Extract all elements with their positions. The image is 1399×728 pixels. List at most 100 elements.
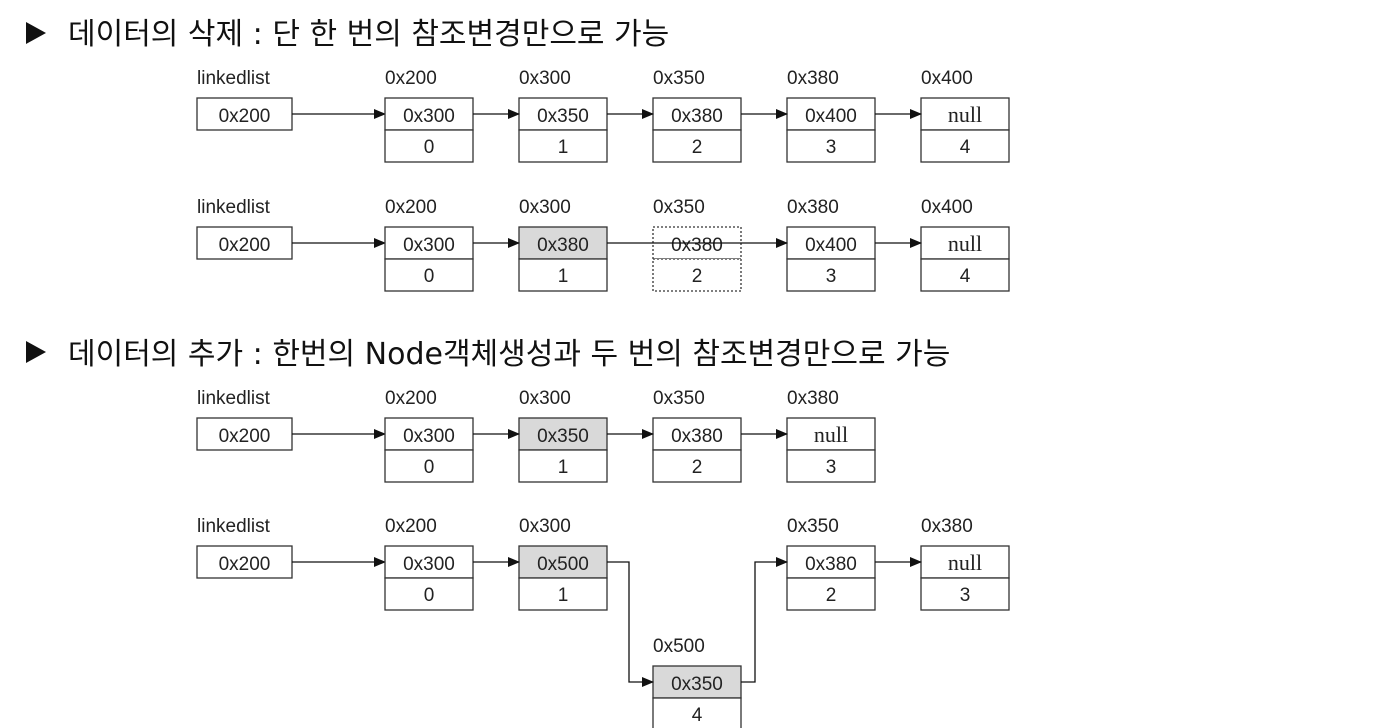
node-data-value: 1 <box>558 266 569 287</box>
node-data-cell <box>786 577 876 611</box>
node-next-value: 0x350 <box>537 106 589 127</box>
bullet-triangle-icon <box>26 341 46 363</box>
node-data-value: 0 <box>424 457 435 478</box>
node-data-value: 0 <box>424 585 435 606</box>
node-address-label: 0x500 <box>653 636 705 657</box>
node-next-cell <box>384 97 474 131</box>
linked-list-row: linkedlist0x2000x2000x30000x3000x50010x3… <box>196 516 1010 728</box>
linked-list-row: linkedlist0x2000x2000x30000x3000x35010x3… <box>196 388 876 483</box>
node-next-value: 0x380 <box>537 235 589 256</box>
node-next-value: 0x380 <box>805 554 857 575</box>
node-next-cell <box>920 97 1010 131</box>
node-data-value: 3 <box>960 585 971 606</box>
node-data-cell <box>384 449 474 483</box>
node-data-value: 2 <box>692 266 703 287</box>
node-next-cell <box>384 226 474 260</box>
node-next-cell <box>920 545 1010 579</box>
list-node: 0x380 0x400 3 <box>786 68 876 163</box>
pointer-arrow <box>741 557 788 683</box>
linked-list-row: linkedlist0x2000x2000x30000x3000x35010x3… <box>196 68 1010 163</box>
head-pointer-value: 0x200 <box>219 106 271 127</box>
node-address-label: 0x380 <box>921 516 973 537</box>
node-address-label: 0x350 <box>653 388 705 409</box>
node-data-cell <box>652 129 742 163</box>
linkedlist-label: linkedlist <box>197 197 271 218</box>
head-pointer-value: 0x200 <box>219 426 271 447</box>
node-next-value: 0x350 <box>671 674 723 695</box>
head-pointer-box <box>196 417 293 451</box>
node-data-value: 1 <box>558 585 569 606</box>
node-data-cell <box>384 129 474 163</box>
node-next-value: 0x300 <box>403 554 455 575</box>
node-next-cell <box>920 226 1010 260</box>
node-data-value: 1 <box>558 457 569 478</box>
list-node: 0x200 0x300 0 <box>384 388 474 483</box>
list-node: 0x200 0x300 0 <box>384 516 474 611</box>
node-next-value: 0x300 <box>403 235 455 256</box>
node-data-value: 0 <box>424 137 435 158</box>
node-data-cell <box>786 129 876 163</box>
node-address-label: 0x380 <box>787 68 839 89</box>
node-address-label: 0x200 <box>385 197 437 218</box>
section-insert-title: 데이터의 추가 : 한번의 Node객체생성과 두 번의 참조변경만으로 가능 <box>68 337 950 372</box>
diagram-area: linkedlist0x2000x2000x30000x3000x35010x3… <box>196 68 1010 728</box>
node-data-cell <box>786 449 876 483</box>
node-data-cell <box>518 258 608 292</box>
node-data-cell <box>920 129 1010 163</box>
node-address-label: 0x200 <box>385 68 437 89</box>
node-next-value: null <box>814 422 848 447</box>
node-data-cell <box>652 258 742 292</box>
section-delete-title: 데이터의 삭제 : 단 한 번의 참조변경만으로 가능 <box>68 17 669 52</box>
section-insert-heading: 데이터의 추가 : 한번의 Node객체생성과 두 번의 참조변경만으로 가능 <box>26 337 950 372</box>
list-node: 0x300 0x500 1 <box>518 516 608 611</box>
node-address-label: 0x300 <box>519 388 571 409</box>
node-data-value: 3 <box>826 266 837 287</box>
node-data-cell <box>920 258 1010 292</box>
node-address-label: 0x300 <box>519 68 571 89</box>
node-next-value: 0x400 <box>805 235 857 256</box>
list-node: 0x300 0x350 1 <box>518 68 608 163</box>
node-next-value: 0x300 <box>403 426 455 447</box>
node-address-label: 0x200 <box>385 516 437 537</box>
bullet-triangle-icon <box>26 22 46 44</box>
node-next-value: null <box>948 102 982 127</box>
head-pointer-value: 0x200 <box>219 235 271 256</box>
linkedlist-label: linkedlist <box>197 516 271 537</box>
node-data-value: 4 <box>960 137 971 158</box>
node-next-cell <box>652 417 742 451</box>
node-data-value: 0 <box>424 266 435 287</box>
list-node: 0x500 0x350 4 <box>652 636 742 728</box>
node-address-label: 0x300 <box>519 516 571 537</box>
head-pointer-box <box>196 97 293 131</box>
node-data-value: 2 <box>692 137 703 158</box>
node-next-value: 0x400 <box>805 106 857 127</box>
linked-list-row: linkedlist0x2000x2000x30000x3000x38010x3… <box>196 197 1010 292</box>
node-data-value: 3 <box>826 457 837 478</box>
section-delete-heading: 데이터의 삭제 : 단 한 번의 참조변경만으로 가능 <box>26 17 669 52</box>
node-next-value: null <box>948 231 982 256</box>
list-node: 0x400 null 4 <box>920 68 1010 163</box>
node-next-cell <box>384 417 474 451</box>
node-address-label: 0x400 <box>921 197 973 218</box>
node-next-value: 0x500 <box>537 554 589 575</box>
node-next-value: 0x380 <box>671 106 723 127</box>
node-data-value: 3 <box>826 137 837 158</box>
node-address-label: 0x350 <box>787 516 839 537</box>
node-address-label: 0x200 <box>385 388 437 409</box>
node-data-value: 1 <box>558 137 569 158</box>
linkedlist-label: linkedlist <box>197 388 271 409</box>
node-address-label: 0x400 <box>921 68 973 89</box>
node-next-cell <box>652 665 742 699</box>
node-data-value: 4 <box>692 705 703 726</box>
node-next-value: null <box>948 550 982 575</box>
node-data-cell <box>518 577 608 611</box>
node-address-label: 0x380 <box>787 197 839 218</box>
node-data-cell <box>786 258 876 292</box>
head-pointer-value: 0x200 <box>219 554 271 575</box>
node-data-cell <box>652 449 742 483</box>
